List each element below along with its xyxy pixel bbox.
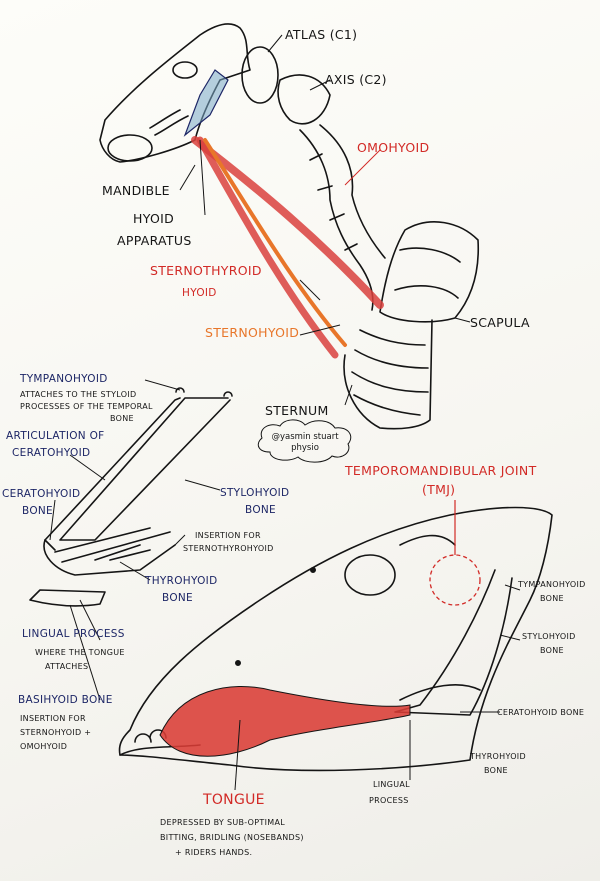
label-stylohyoid-bone-1: STYLOHYOID bbox=[220, 487, 290, 499]
label-r-ceratohyoid: CERATOHYOID BONE bbox=[497, 708, 585, 717]
signature-handle: @yasmin stuart bbox=[271, 432, 339, 442]
label-r-thyrohyoid-2: BONE bbox=[484, 766, 508, 775]
label-ceratohyoid-bone-1: CERATOHYOID bbox=[2, 488, 81, 500]
label-sternothyrohyoid-2: HYOID bbox=[182, 287, 217, 299]
label-lingual-process: LINGUAL PROCESS bbox=[22, 628, 125, 640]
label-tongue-desc-3: + RIDERS HANDS. bbox=[175, 848, 253, 857]
label-r-lingual-1: LINGUAL bbox=[373, 780, 410, 789]
label-tympanohyoid-desc-2: PROCESSES OF THE TEMPORAL bbox=[20, 402, 153, 411]
hyoid-joint-caps bbox=[175, 387, 233, 397]
label-insertion-sternothyrohyoid-1: INSERTION FOR bbox=[195, 531, 261, 540]
label-thyrohyoid-bone-2: BONE bbox=[162, 592, 193, 604]
lower-skull-eye-ridge bbox=[399, 534, 456, 546]
label-tmj-1: TEMPOROMANDIBULAR JOINT bbox=[345, 463, 537, 478]
hyoid-stylohyoid-left bbox=[59, 397, 231, 541]
atlas-vertebra bbox=[241, 46, 279, 104]
label-tympanohyoid-desc-3: BONE bbox=[110, 414, 134, 423]
signature-role: physio bbox=[291, 443, 319, 453]
label-hyoid-apparatus-1: HYOID bbox=[133, 211, 175, 226]
cervical-spine bbox=[299, 124, 386, 311]
label-articulation-1: ARTICULATION OF bbox=[6, 430, 105, 442]
upper-skull-teeth bbox=[149, 109, 189, 136]
upper-skull-orbit bbox=[172, 61, 198, 79]
scapula-spine bbox=[394, 247, 461, 299]
hyoid-basihyoid bbox=[43, 539, 176, 576]
upper-skull-outline bbox=[99, 23, 251, 163]
hyoid-lingual-process bbox=[29, 589, 106, 607]
label-r-lingual-2: PROCESS bbox=[369, 796, 409, 805]
sternohyoid-muscle bbox=[203, 138, 347, 347]
label-articulation-2: CERATOHYOID bbox=[12, 447, 91, 459]
hyoid-ceratohyoid bbox=[54, 527, 171, 563]
lower-skull-foramen-1 bbox=[309, 566, 316, 573]
sternum-outline bbox=[343, 319, 433, 430]
hyoid-stylohyoid-back bbox=[44, 397, 181, 551]
label-scapula: SCAPULA bbox=[470, 315, 530, 330]
label-tmj-2: (TMJ) bbox=[422, 482, 456, 497]
label-r-stylohyoid-1: STYLOHYOID bbox=[522, 632, 576, 641]
axis-vertebra bbox=[277, 74, 331, 125]
label-basihyoid-desc-2: STERNOHYOID + bbox=[20, 728, 92, 737]
tmj-marker bbox=[429, 554, 481, 606]
label-r-stylohyoid-2: BONE bbox=[540, 646, 564, 655]
label-sternum: STERNUM bbox=[265, 403, 329, 418]
label-basihyoid-bone: BASIHYOID BONE bbox=[18, 694, 113, 706]
label-tongue: TONGUE bbox=[203, 792, 265, 808]
lower-skull-orbit bbox=[344, 554, 396, 596]
label-tongue-desc-1: DEPRESSED BY SUB-OPTIMAL bbox=[160, 818, 285, 827]
label-stylohyoid-bone-2: BONE bbox=[245, 504, 276, 516]
cervical-spine-detail bbox=[309, 153, 358, 251]
label-omohyoid: OMOHYOID bbox=[357, 140, 430, 155]
signature: @yasmin stuart physio bbox=[255, 425, 355, 461]
ribs bbox=[351, 329, 429, 416]
tongue-shape bbox=[159, 685, 411, 757]
hyoid-thyrohyoid bbox=[94, 544, 151, 561]
label-lingual-desc-1: WHERE THE TONGUE bbox=[35, 648, 125, 657]
scapula-outline bbox=[379, 221, 480, 323]
label-sternothyrohyoid-1: STERNOTHYROID bbox=[150, 263, 262, 278]
label-atlas: ATLAS (C1) bbox=[285, 27, 358, 42]
sternothyrohyoid-muscle bbox=[196, 136, 339, 359]
label-r-thyrohyoid-1: THYROHYOID bbox=[470, 752, 526, 761]
lower-skull-outline bbox=[118, 506, 553, 772]
upper-mandible-ramus bbox=[107, 134, 153, 162]
label-mandible: MANDIBLE bbox=[102, 183, 170, 198]
label-thyrohyoid-bone-1: THYROHYOID bbox=[145, 575, 218, 587]
hyoid-apparatus-highlight bbox=[183, 69, 229, 137]
label-basihyoid-desc-3: OMOHYOID bbox=[20, 742, 68, 751]
signature-cloud bbox=[257, 419, 352, 463]
label-basihyoid-desc-1: INSERTION FOR bbox=[20, 714, 86, 723]
label-ceratohyoid-bone-2: BONE bbox=[22, 505, 53, 517]
label-insertion-sternothyrohyoid-2: STERNOTHYROHYOID bbox=[183, 544, 274, 553]
label-hyoid-apparatus-2: APPARATUS bbox=[117, 233, 192, 248]
label-r-tympanohyoid-1: TYMPANOHYOID bbox=[518, 580, 586, 589]
label-tongue-desc-2: BITTING, BRIDLING (NOSEBANDS) bbox=[160, 833, 304, 842]
label-r-tympanohyoid-2: BONE bbox=[540, 594, 564, 603]
lower-skull-foramen-2 bbox=[235, 659, 242, 666]
label-axis: AXIS (C2) bbox=[325, 72, 387, 87]
label-tympanohyoid-desc-1: ATTACHES TO THE STYLOID bbox=[20, 390, 137, 399]
label-tympanohyoid: TYMPANOHYOID bbox=[20, 373, 108, 385]
label-sternohyoid: STERNOHYOID bbox=[205, 325, 300, 340]
label-lingual-desc-2: ATTACHES bbox=[45, 662, 89, 671]
lower-hyoid bbox=[394, 569, 513, 716]
